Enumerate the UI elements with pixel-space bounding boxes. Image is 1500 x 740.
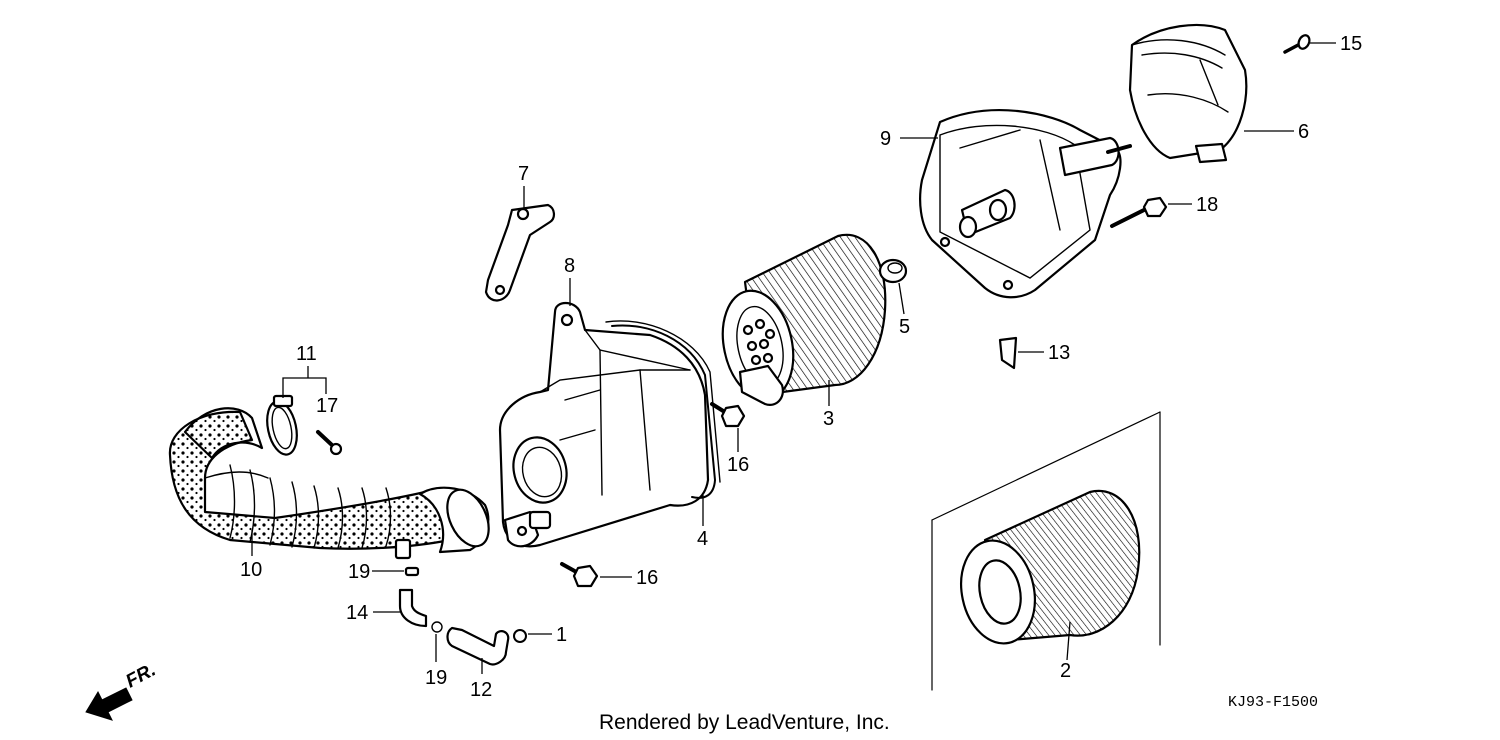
callout-16-lower: 16 <box>636 567 658 589</box>
front-direction-arrow <box>85 687 133 721</box>
part-16-bolt-upper[interactable] <box>710 402 746 428</box>
part-13-drain-plug[interactable] <box>998 336 1018 370</box>
callout-2: 2 <box>1060 660 1071 682</box>
part-19-clip-lower[interactable] <box>431 621 443 633</box>
callout-labels: 15 6 9 18 7 8 5 13 11 17 3 16 4 10 19 16… <box>240 33 1362 701</box>
callout-3: 3 <box>823 408 834 430</box>
callout-9: 9 <box>880 128 891 150</box>
callout-8: 8 <box>564 255 575 277</box>
footer-credit: Rendered by LeadVenture, Inc. <box>599 711 890 734</box>
part-15-screw[interactable] <box>1283 34 1311 54</box>
callout-13: 13 <box>1048 342 1070 364</box>
part-5-grommet[interactable] <box>878 258 908 284</box>
part-18-long-bolt[interactable] <box>1110 196 1168 228</box>
part-8-air-cleaner-case[interactable] <box>498 301 710 548</box>
callout-12: 12 <box>470 679 492 701</box>
part-10-intake-duct[interactable] <box>168 407 497 560</box>
callout-19-upper: 19 <box>348 561 370 583</box>
callout-17: 17 <box>316 395 338 417</box>
part-9-air-cleaner-cover[interactable] <box>919 109 1132 299</box>
part-1-clip[interactable] <box>513 629 527 643</box>
part-2-filter-element[interactable] <box>952 489 1141 650</box>
callout-1: 1 <box>556 624 567 646</box>
callout-7: 7 <box>518 163 529 185</box>
leader-lines <box>251 42 1336 674</box>
callout-19-lower: 19 <box>425 667 447 689</box>
part-16-bolt-lower[interactable] <box>560 562 599 588</box>
part-3-filter-element[interactable] <box>713 233 887 406</box>
callout-18: 18 <box>1196 194 1218 216</box>
diagram-code: KJ93-F1500 <box>1228 694 1318 711</box>
callout-14: 14 <box>346 602 368 624</box>
callout-4: 4 <box>697 528 708 550</box>
part-12-drain-tube[interactable] <box>446 626 510 666</box>
part-19-clip-upper[interactable] <box>404 566 420 577</box>
part-2-inset-frame <box>931 411 1161 691</box>
part-17-clamp-screw[interactable] <box>316 430 343 456</box>
front-label: FR. <box>122 660 159 693</box>
part-4-gasket[interactable] <box>605 320 721 499</box>
callout-15: 15 <box>1340 33 1362 55</box>
callout-5: 5 <box>899 316 910 338</box>
callout-6: 6 <box>1298 121 1309 143</box>
part-7-bracket[interactable] <box>484 203 555 302</box>
part-11-hose-clamp[interactable] <box>263 394 302 457</box>
part-14-elbow-tube[interactable] <box>398 588 428 628</box>
callout-11: 11 <box>296 343 317 365</box>
callout-10: 10 <box>240 559 262 581</box>
callout-16-upper: 16 <box>727 454 749 476</box>
part-6-cover[interactable] <box>1128 23 1248 164</box>
